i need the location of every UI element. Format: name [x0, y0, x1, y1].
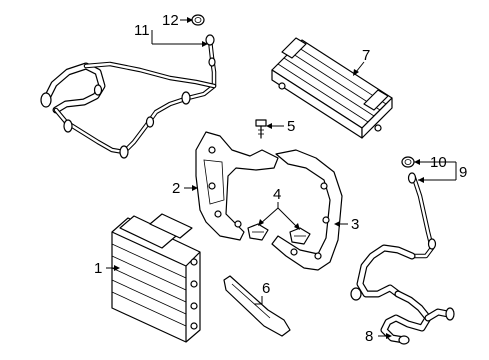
callout-7: 7 [362, 47, 370, 64]
bracket-3 [271, 149, 343, 271]
lower-hose-assembly [350, 156, 455, 345]
callout-4: 4 [273, 186, 281, 203]
clips-4 [247, 223, 311, 245]
strap-6 [223, 275, 291, 337]
upper-hose-assembly [40, 14, 217, 159]
bolt-5 [255, 119, 267, 139]
callout-10: 10 [430, 154, 447, 171]
callout-8: 8 [365, 328, 373, 345]
callout-2: 2 [172, 180, 180, 197]
o-ring-10 [401, 156, 415, 168]
cooler-upper [271, 37, 393, 139]
callout-3: 3 [351, 216, 359, 233]
callout-6: 6 [262, 280, 270, 297]
callout-12: 12 [162, 12, 179, 29]
cooler-lower [111, 213, 201, 343]
leader-lines [106, 17, 457, 339]
callout-9: 9 [459, 164, 467, 181]
bracket-2 [195, 131, 279, 241]
o-ring-12 [191, 14, 205, 26]
callout-5: 5 [287, 118, 295, 135]
callout-11: 11 [134, 22, 150, 39]
callout-1: 1 [94, 260, 102, 277]
